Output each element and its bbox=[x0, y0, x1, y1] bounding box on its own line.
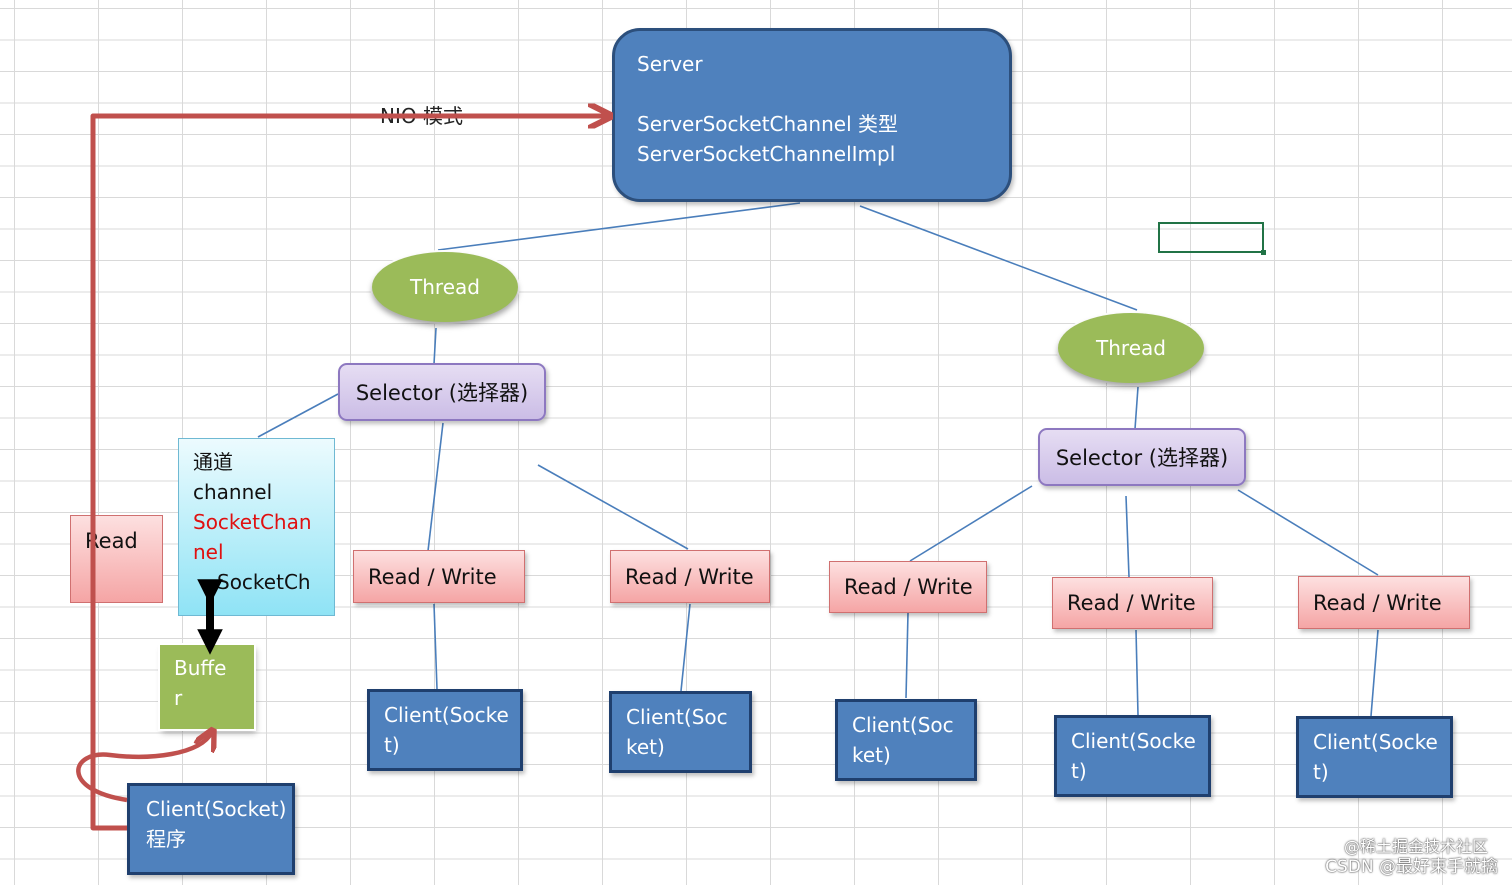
watermark-line1: @稀土掘金技术社区 bbox=[1343, 837, 1488, 856]
connector-thread-selector-left bbox=[433, 327, 437, 365]
read-box-left: Read bbox=[70, 515, 163, 603]
connector-server-thread-right bbox=[859, 205, 1138, 311]
thread-node-left: Thread bbox=[372, 252, 518, 322]
channel-label-en: channel bbox=[193, 480, 273, 504]
selected-cell[interactable] bbox=[1158, 222, 1266, 255]
connector-rw1-client1 bbox=[433, 603, 438, 690]
server-box: Server ServerSocketChannel 类型 ServerSock… bbox=[612, 28, 1012, 202]
read-write-box-3: Read / Write bbox=[829, 561, 987, 613]
channel-box: 通道 channel SocketChan nel SocketCh bbox=[178, 438, 335, 616]
channel-type-line1: SocketChan bbox=[193, 510, 312, 534]
watermark: @稀土掘金技术社区 CSDN @最好束手就擒 bbox=[1325, 837, 1498, 877]
watermark-line2: CSDN @最好束手就擒 bbox=[1325, 857, 1498, 877]
selector-node-left: Selector (选择器) bbox=[338, 363, 546, 421]
connector-rw4-client4 bbox=[1135, 629, 1139, 716]
client-socket-box-5: Client(Socke t) bbox=[1296, 716, 1453, 798]
buffer-box: Buffe r bbox=[160, 645, 254, 729]
client-socket-box-1: Client(Socke t) bbox=[367, 689, 523, 771]
server-channel-type: ServerSocketChannel 类型 bbox=[637, 112, 898, 136]
nio-mode-label: NIO 模式 bbox=[380, 104, 463, 128]
client-socket-box-3: Client(Soc ket) bbox=[835, 699, 977, 781]
client-program-box: Client(Socket) 程序 bbox=[127, 783, 295, 875]
read-write-box-4: Read / Write bbox=[1052, 577, 1213, 629]
connector-selector-rw5 bbox=[1237, 489, 1379, 576]
server-channel-impl: ServerSocketChannelImpl bbox=[637, 142, 896, 166]
connector-selector-channel bbox=[257, 393, 339, 438]
connector-rw3-client3 bbox=[905, 612, 909, 699]
connector-selector-rw4 bbox=[1125, 495, 1130, 578]
connector-server-thread-left bbox=[437, 202, 801, 251]
client-socket-box-4: Client(Socke t) bbox=[1054, 715, 1211, 797]
connector-selector-rw2 bbox=[537, 464, 689, 550]
channel-label-cn: 通道 bbox=[193, 450, 233, 474]
connector-thread-selector-right bbox=[1134, 386, 1139, 430]
channel-type-line2: nel bbox=[193, 540, 224, 564]
connector-selector-rw3 bbox=[909, 485, 1033, 562]
connector-rw2-client2 bbox=[680, 603, 691, 692]
client-socket-box-2: Client(Soc ket) bbox=[609, 691, 752, 773]
read-write-box-2: Read / Write bbox=[610, 550, 770, 603]
server-title: Server bbox=[637, 52, 703, 76]
read-write-box-5: Read / Write bbox=[1298, 576, 1470, 629]
channel-type-line3: SocketCh bbox=[217, 570, 311, 594]
read-box-left-label: Read bbox=[85, 529, 138, 553]
connector-selector-rw1 bbox=[427, 422, 444, 552]
thread-node-right: Thread bbox=[1058, 313, 1204, 383]
selector-node-right: Selector (选择器) bbox=[1038, 428, 1246, 486]
connector-rw5-client5 bbox=[1370, 629, 1379, 717]
read-write-box-1: Read / Write bbox=[353, 550, 525, 603]
